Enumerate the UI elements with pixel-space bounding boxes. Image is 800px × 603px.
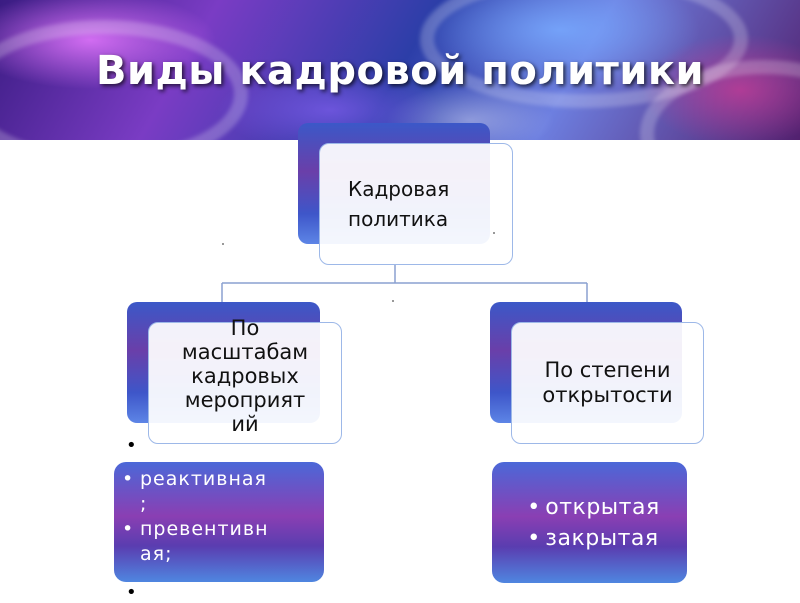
artifact-dot <box>392 300 394 302</box>
root-node: Кадровая политика <box>319 143 513 265</box>
left-branch-label-line: кадровых <box>191 364 299 388</box>
list-item: реактивная; <box>114 467 324 517</box>
right-branch-label-line: По степени <box>544 358 671 382</box>
root-node-label-line: политика <box>348 207 449 231</box>
artifact-dot <box>222 243 224 245</box>
slide-title: Виды кадровой политики <box>95 48 705 94</box>
left-branch-label-line: По <box>230 316 260 340</box>
left-branch-label-line: масштабам <box>181 340 309 364</box>
stray-bullet: • <box>126 582 137 603</box>
right-branch-label-line: открытости <box>542 383 673 407</box>
list-item: закрытая <box>519 523 659 554</box>
stray-bullet: • <box>126 435 137 456</box>
root-node-label-line: Кадровая <box>348 177 450 201</box>
right-items-list: открытая закрытая <box>519 492 659 554</box>
list-item: открытая <box>519 492 659 523</box>
left-branch-node: По масштабам кадровых мероприят ий <box>148 316 342 444</box>
left-branch-label-line: мероприят <box>184 388 306 412</box>
artifact-dot <box>493 232 495 234</box>
right-branch-node: По степени открытости <box>511 322 704 444</box>
left-branch-label-line: ий <box>231 412 259 436</box>
header-banner: Виды кадровой политики <box>0 0 800 140</box>
right-items-box: открытая закрытая <box>492 462 687 583</box>
